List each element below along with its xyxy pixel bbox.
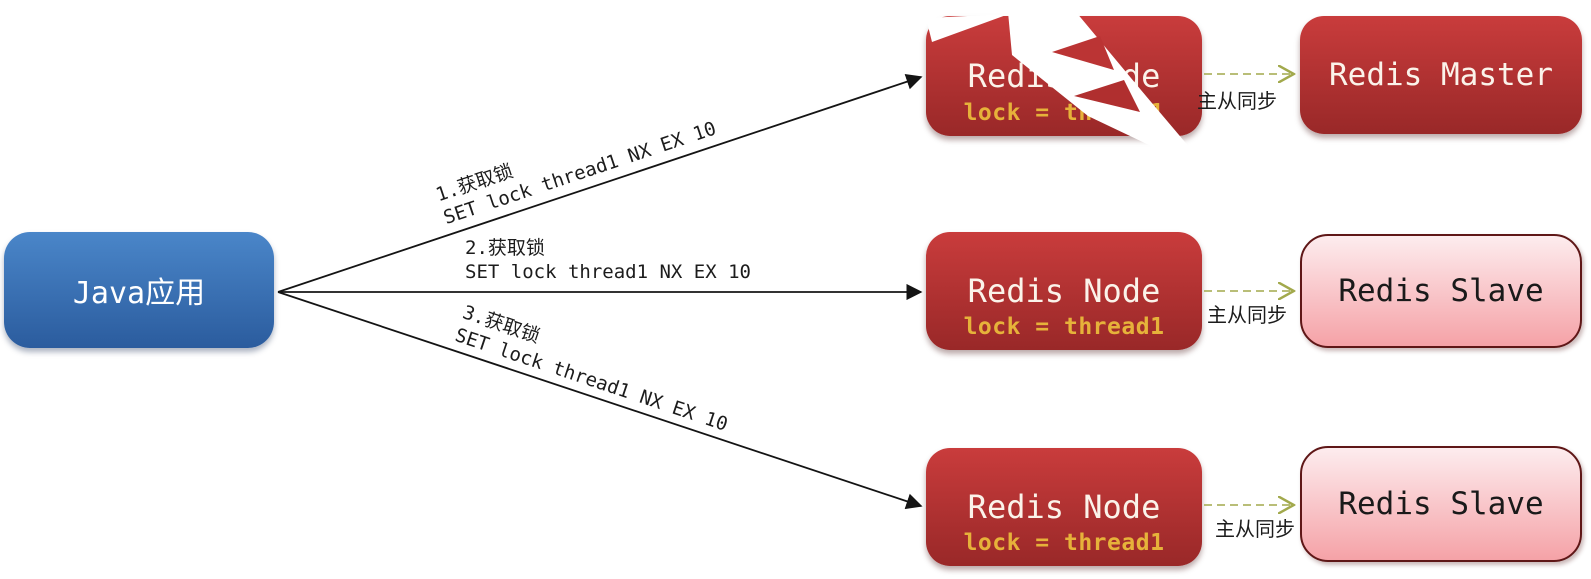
redis-node-3-title: Redis Node	[967, 488, 1161, 526]
edge-label-acquire-2-step: 2.获取锁	[465, 237, 545, 259]
edge-label-acquire-2: 2.获取锁 SET lock thread1 NX EX 10	[465, 236, 751, 284]
sync-label-3: 主从同步	[1215, 519, 1295, 541]
redis-slave-2-label: Redis Slave	[1338, 486, 1544, 522]
redis-node-2-title: Redis Node	[967, 272, 1161, 310]
sync-label-2: 主从同步	[1207, 305, 1287, 327]
edge-label-acquire-2-command: SET lock thread1 NX EX 10	[465, 261, 751, 283]
redis-node-1-title: Redis Node	[967, 57, 1161, 95]
redis-slave-1-label: Redis Slave	[1338, 273, 1544, 309]
redis-slave-node-1: Redis Slave	[1300, 234, 1582, 348]
sync-label-1: 主从同步	[1197, 91, 1277, 113]
java-app-node: Java应用	[4, 232, 274, 348]
redis-node-2-lock-value: lock = thread1	[963, 314, 1165, 340]
redis-slave-node-2: Redis Slave	[1300, 446, 1582, 562]
edge-label-acquire-3: 3.获取锁 SET lock thread1 NX EX 10	[452, 300, 738, 436]
edge-label-acquire-1: 1.获取锁 SET lock thread1 NX EX 10	[433, 94, 719, 230]
redis-node-3-lock-value: lock = thread1	[963, 530, 1165, 556]
redis-master-label: Redis Master	[1329, 57, 1553, 93]
redis-node-3: Redis Node lock = thread1	[926, 448, 1202, 566]
redis-master-node: Redis Master	[1300, 16, 1582, 134]
redis-node-1-lock-value: lock = thread1	[963, 100, 1165, 126]
redis-node-1: Redis Node lock = thread1	[926, 16, 1202, 136]
java-app-label: Java应用	[72, 276, 206, 311]
arrow-acquire-3	[277, 291, 923, 510]
redis-node-2: Redis Node lock = thread1	[926, 232, 1202, 350]
